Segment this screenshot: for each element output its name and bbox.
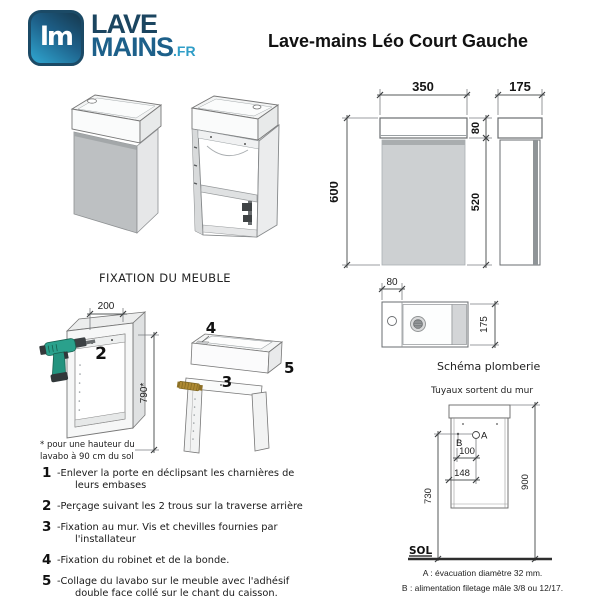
- logo-monogram-icon: lm: [28, 10, 84, 66]
- footnote-line-2: lavabo à 90 cm du sol: [40, 452, 134, 462]
- side-view: [497, 117, 543, 266]
- front-view: [379, 117, 468, 266]
- logo-word-mains: MAINS: [91, 32, 174, 62]
- cabinet-assembled-view: [70, 94, 163, 234]
- fixation-footnote: * pour une hauteur du lavabo à 90 cm du …: [40, 439, 135, 463]
- shelf: [200, 184, 258, 203]
- hinge-plate: [248, 201, 252, 225]
- instruction-item-5: 5 -Collage du lavabo sur le meuble avec …: [42, 573, 377, 600]
- cabinet-3d-drawing: [70, 94, 280, 238]
- instruction-number: 2: [42, 498, 52, 514]
- instruction-text: -Collage du lavabo sur le meuble avec l'…: [57, 575, 289, 600]
- logo-suffix-fr: .FR: [173, 43, 196, 59]
- step-label-4: 4: [206, 319, 216, 337]
- basin-underside-curve: [206, 145, 249, 156]
- dim-basin-height: 80: [470, 122, 482, 134]
- drill-illustration: [39, 337, 96, 383]
- fixation-drawing: 2 200 790* 4 5 3: [39, 301, 294, 454]
- dim-100: 100: [459, 446, 475, 457]
- step-label-2: 2: [95, 344, 107, 364]
- dim-900: 900: [520, 474, 531, 490]
- instruction-line: -Enlever la porte en déclipsant les char…: [57, 468, 295, 479]
- dim-top-depth: 175: [479, 316, 490, 333]
- legend-line-a: A : évacuation diamètre 32 mm.: [422, 568, 543, 578]
- legend-line-b: B : alimentation filetage mâle 3/8 ou 12…: [401, 582, 564, 593]
- top-view: [381, 301, 469, 348]
- instruction-line: l'installateur: [75, 534, 136, 545]
- cabinet-open-view: [190, 95, 280, 238]
- instruction-text: -Perçage suivant les 2 trous sur la trav…: [57, 500, 303, 513]
- hinge-bottom: [243, 215, 252, 222]
- tap-hole: [387, 316, 397, 326]
- instruction-item-3: 3 -Fixation au mur. Vis et chevilles fou…: [42, 519, 377, 546]
- exploded-assembly: [183, 333, 284, 454]
- instruction-line: -Collage du lavabo sur le meuble avec l'…: [57, 576, 290, 587]
- instruction-item-2: 2 -Perçage suivant les 2 trous sur la tr…: [42, 498, 377, 514]
- instruction-line: -Fixation au mur. Vis et chevilles fourn…: [57, 522, 278, 533]
- instruction-number: 4: [42, 552, 52, 568]
- page-title: Lave-mains Léo Court Gauche: [268, 31, 529, 51]
- logo-wordmark: LAVE MAINS.FR: [91, 9, 196, 63]
- point-label-a: A: [481, 431, 488, 442]
- instruction-number: 3: [42, 519, 52, 535]
- instruction-text: -Fixation au mur. Vis et chevilles fourn…: [57, 521, 277, 546]
- instructions-list: 1 -Enlever la porte en déclipsant les ch…: [42, 465, 377, 608]
- lavemains-logo: lm LAVE MAINS.FR: [28, 10, 196, 66]
- dim-body-height: 520: [470, 193, 482, 211]
- dim-fixation-width: 200: [98, 301, 115, 312]
- dim-front-width: 350: [412, 79, 434, 94]
- logo-monogram: lm: [39, 22, 74, 52]
- dimension-views-drawing: 350 175 600 80 520 80 175: [330, 79, 546, 349]
- plumbing-subheading: Tuyaux sortent du mur: [431, 386, 534, 396]
- plumbing-legend: A : évacuation diamètre 32 mm. B : alime…: [375, 566, 590, 595]
- point-label-b: B: [456, 438, 462, 449]
- dim-top-width: 80: [386, 277, 398, 288]
- step-label-5: 5: [284, 359, 294, 377]
- instruction-item-1: 1 -Enlever la porte en déclipsant les ch…: [42, 465, 377, 492]
- instruction-line: leurs embases: [75, 480, 147, 491]
- instruction-line: double face collé sur le chant du caisso…: [75, 588, 278, 599]
- wall-cabinet-outline: [448, 404, 511, 509]
- footnote-line-1: * pour une hauteur du: [40, 440, 135, 450]
- hinge-top: [242, 203, 252, 211]
- instruction-number: 1: [42, 465, 52, 481]
- instruction-text: -Fixation du robinet et de la bonde.: [57, 554, 229, 567]
- instruction-text: -Enlever la porte en déclipsant les char…: [57, 467, 294, 492]
- plumbing-heading: Schéma plomberie: [437, 360, 541, 373]
- dim-front-height: 600: [330, 181, 341, 203]
- step-label-3: 3: [222, 373, 232, 391]
- plumbing-drawing: A B 100 148 730 900 SOL: [408, 401, 552, 563]
- instruction-item-4: 4 -Fixation du robinet et de la bonde.: [42, 552, 377, 568]
- dim-fixation-height: 790*: [139, 383, 150, 404]
- instruction-number: 5: [42, 573, 52, 589]
- tap-hole: [252, 104, 262, 110]
- evacuation-point-a: [472, 431, 480, 439]
- dim-148: 148: [454, 468, 470, 479]
- tap-hole: [87, 98, 97, 104]
- dim-730: 730: [423, 488, 434, 504]
- instruction-line: -Perçage suivant les 2 trous sur la trav…: [57, 501, 303, 512]
- fixation-heading: FIXATION DU MEUBLE: [99, 271, 231, 285]
- dim-side-width: 175: [509, 79, 531, 94]
- instruction-line: -Fixation du robinet et de la bonde.: [57, 555, 230, 566]
- logo-word-lave: LAVE: [91, 9, 158, 39]
- floor-label: SOL: [409, 545, 432, 557]
- wall-frame: [65, 311, 147, 439]
- screw-illustration: [176, 381, 203, 392]
